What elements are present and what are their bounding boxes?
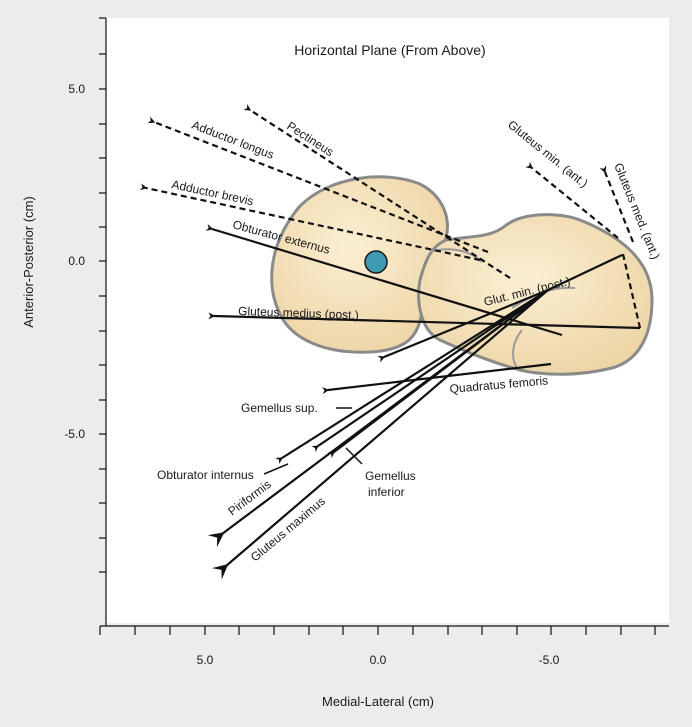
glut-min-post-to-head-line xyxy=(377,288,549,363)
obturator-internus-label: Obturator internus xyxy=(157,468,254,482)
diagram-title: Horizontal Plane (From Above) xyxy=(294,42,485,58)
glut-min-post-line xyxy=(547,254,623,291)
hip-joint-center-marker xyxy=(364,250,388,274)
y-axis xyxy=(99,17,107,626)
gemellus-inferior-label-line1: Gemellus xyxy=(365,469,416,483)
gluteus-med-ant-to-post-line xyxy=(621,253,642,329)
piriformis-line xyxy=(207,289,549,548)
gemellus-inferior-leader xyxy=(345,447,363,465)
gluteus-med-ant-line xyxy=(599,165,635,243)
obturator-internus-leader xyxy=(263,463,289,475)
pectineus-line xyxy=(243,104,511,279)
gluteus-medius-post-label: Gluteus medius (post.) xyxy=(238,304,359,322)
gluteus-medius-post-line xyxy=(208,312,641,330)
x-tick-5: 5.0 xyxy=(197,653,214,667)
gemellus-sup-line xyxy=(275,289,549,464)
x-axis-label: Medial-Lateral (cm) xyxy=(322,694,434,709)
y-tick-5: 5.0 xyxy=(68,82,85,96)
quadratus-femoris-line xyxy=(322,362,552,395)
x-axis xyxy=(99,625,669,635)
x-tick-0: 0.0 xyxy=(370,653,387,667)
gemellus-inferior-label-line2: inferior xyxy=(368,485,405,499)
gluteus-maximus-line xyxy=(212,289,549,580)
gemellus-sup-label: Gemellus sup. xyxy=(241,401,318,415)
y-tick-minus5: -5.0 xyxy=(64,427,85,441)
obturator-internus-line xyxy=(311,289,549,453)
y-tick-0: 0.0 xyxy=(68,254,85,268)
y-axis-label: Anterior-Posterior (cm) xyxy=(21,196,36,327)
gluteus-min-ant-line xyxy=(525,161,619,239)
x-tick-minus5: -5.0 xyxy=(539,653,560,667)
adductor-brevis-line xyxy=(139,183,481,262)
